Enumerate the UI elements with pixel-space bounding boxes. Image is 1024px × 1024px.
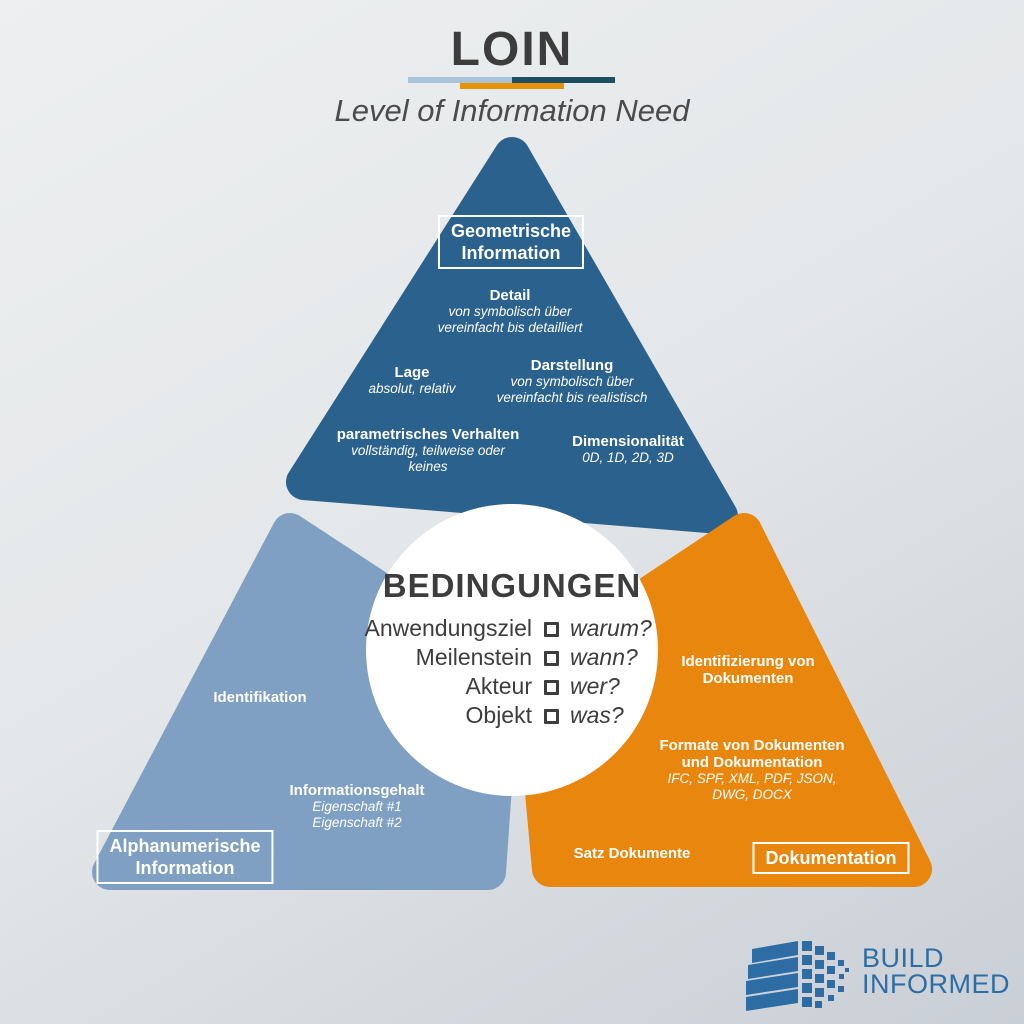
lage-desc-line1: absolut, relativ — [368, 381, 456, 396]
alphanumeric-section-label: Alphanumerische Information — [96, 830, 274, 884]
logo-wordmark-line2: INFORMED — [862, 969, 1010, 999]
parametrisches-verhalten-desc-line2: keines — [408, 458, 448, 474]
detail-desc-line2: vereinfacht bis detailliert — [437, 319, 583, 335]
condition-label-akteur: Akteur — [465, 673, 532, 699]
geometric-label-line1: Geometrische — [450, 221, 572, 241]
informationsgehalt-title: Informationsgehalt — [289, 782, 425, 799]
satz-dokumente-item: Satz Dokumente — [574, 845, 691, 862]
checkbox-icon — [543, 708, 559, 724]
detail-item: Detail von symbolisch über vereinfacht b… — [438, 287, 583, 335]
formate-desc-line1: IFC, SPF, XML, PDF, JSON, — [667, 771, 837, 786]
dimensionalitaet-desc-line1: 0D, 1D, 2D, 3D — [582, 450, 674, 465]
conditions-title: BEDINGUNGEN — [382, 567, 642, 604]
darstellung-desc-line2: vereinfacht bis realistisch — [496, 389, 648, 405]
dimensionalitaet-item: Dimensionalität 0D, 1D, 2D, 3D — [572, 433, 684, 466]
condition-label-objekt: Objekt — [465, 702, 532, 728]
informationsgehalt-item: Informationsgehalt Eigenschaft #1 Eigens… — [289, 782, 424, 830]
conditions-list: Anwendungsziel warum? Meilenstein wann? … — [340, 616, 684, 727]
documentation-label: Dokumentation — [765, 848, 897, 868]
checkbox-icon — [543, 621, 559, 637]
parametrisches-verhalten-title: parametrisches Verhalten — [336, 426, 520, 443]
formate-desc-line2: DWG, DOCX — [712, 786, 792, 802]
condition-question-wann: wann? — [570, 644, 638, 670]
identifizierung-item: Identifizierung von Dokumenten — [681, 653, 814, 687]
logo-wordmark-line1: BUILD — [862, 943, 945, 973]
detail-title: Detail — [489, 287, 531, 304]
checkbox-icon — [543, 650, 559, 666]
geometric-section-shape — [286, 137, 738, 534]
informationsgehalt-desc-line2: Eigenschaft #2 — [312, 814, 402, 830]
lage-item: Lage absolut, relativ — [368, 364, 455, 397]
title-underline-orange — [460, 83, 564, 89]
condition-label-anwendungsziel: Anwendungsziel — [364, 615, 532, 641]
informationsgehalt-desc-line1: Eigenschaft #1 — [312, 799, 402, 814]
condition-question-wer: wer? — [570, 673, 620, 699]
condition-label-meilenstein: Meilenstein — [415, 644, 532, 670]
darstellung-item: Darstellung von symbolisch über vereinfa… — [497, 357, 648, 405]
satz-dokumente-title: Satz Dokumente — [573, 845, 691, 862]
alphanumeric-label-line1: Alphanumerische — [109, 836, 261, 856]
title-underline-blue — [408, 77, 512, 83]
formate-title-line2: und Dokumentation — [681, 754, 823, 771]
identifikation-title: Identifikation — [213, 689, 307, 706]
parametrisches-verhalten-item: parametrisches Verhalten vollständig, te… — [337, 426, 520, 474]
logo-building-icon — [746, 941, 849, 1011]
condition-question-was: was? — [570, 702, 624, 728]
page-title: LOIN — [450, 23, 574, 76]
parametrisches-verhalten-desc-line1: vollständig, teilweise oder — [351, 443, 505, 458]
title-underline-teal — [512, 77, 615, 83]
formate-title-line1: Formate von Dokumenten — [659, 737, 845, 754]
conditions-circle — [366, 504, 658, 796]
identifikation-item: Identifikation — [213, 689, 306, 706]
darstellung-desc-line1: von symbolisch über — [510, 374, 634, 389]
condition-question-warum: warum? — [570, 615, 652, 641]
documentation-section-label: Dokumentation — [752, 842, 910, 874]
logo-wordmark: BUILD INFORMED — [862, 933, 1010, 999]
identifizierung-title-line2: Dokumenten — [702, 670, 794, 687]
build-informed-logo: BUILD INFORMED — [742, 933, 1010, 1015]
alphanumeric-label-line2: Information — [135, 858, 235, 878]
geometric-label-line2: Information — [461, 243, 561, 263]
darstellung-title: Darstellung — [530, 357, 614, 374]
page-subtitle: Level of Information Need — [334, 93, 690, 128]
geometric-section-label: Geometrische Information — [437, 215, 585, 269]
detail-desc-line1: von symbolisch über — [448, 304, 572, 319]
checkbox-icon — [543, 679, 559, 695]
identifizierung-title-line1: Identifizierung von — [681, 653, 815, 670]
formate-item: Formate von Dokumenten und Dokumentation… — [659, 737, 844, 802]
dimensionalitaet-title: Dimensionalität — [572, 433, 684, 450]
lage-title: Lage — [394, 364, 430, 381]
